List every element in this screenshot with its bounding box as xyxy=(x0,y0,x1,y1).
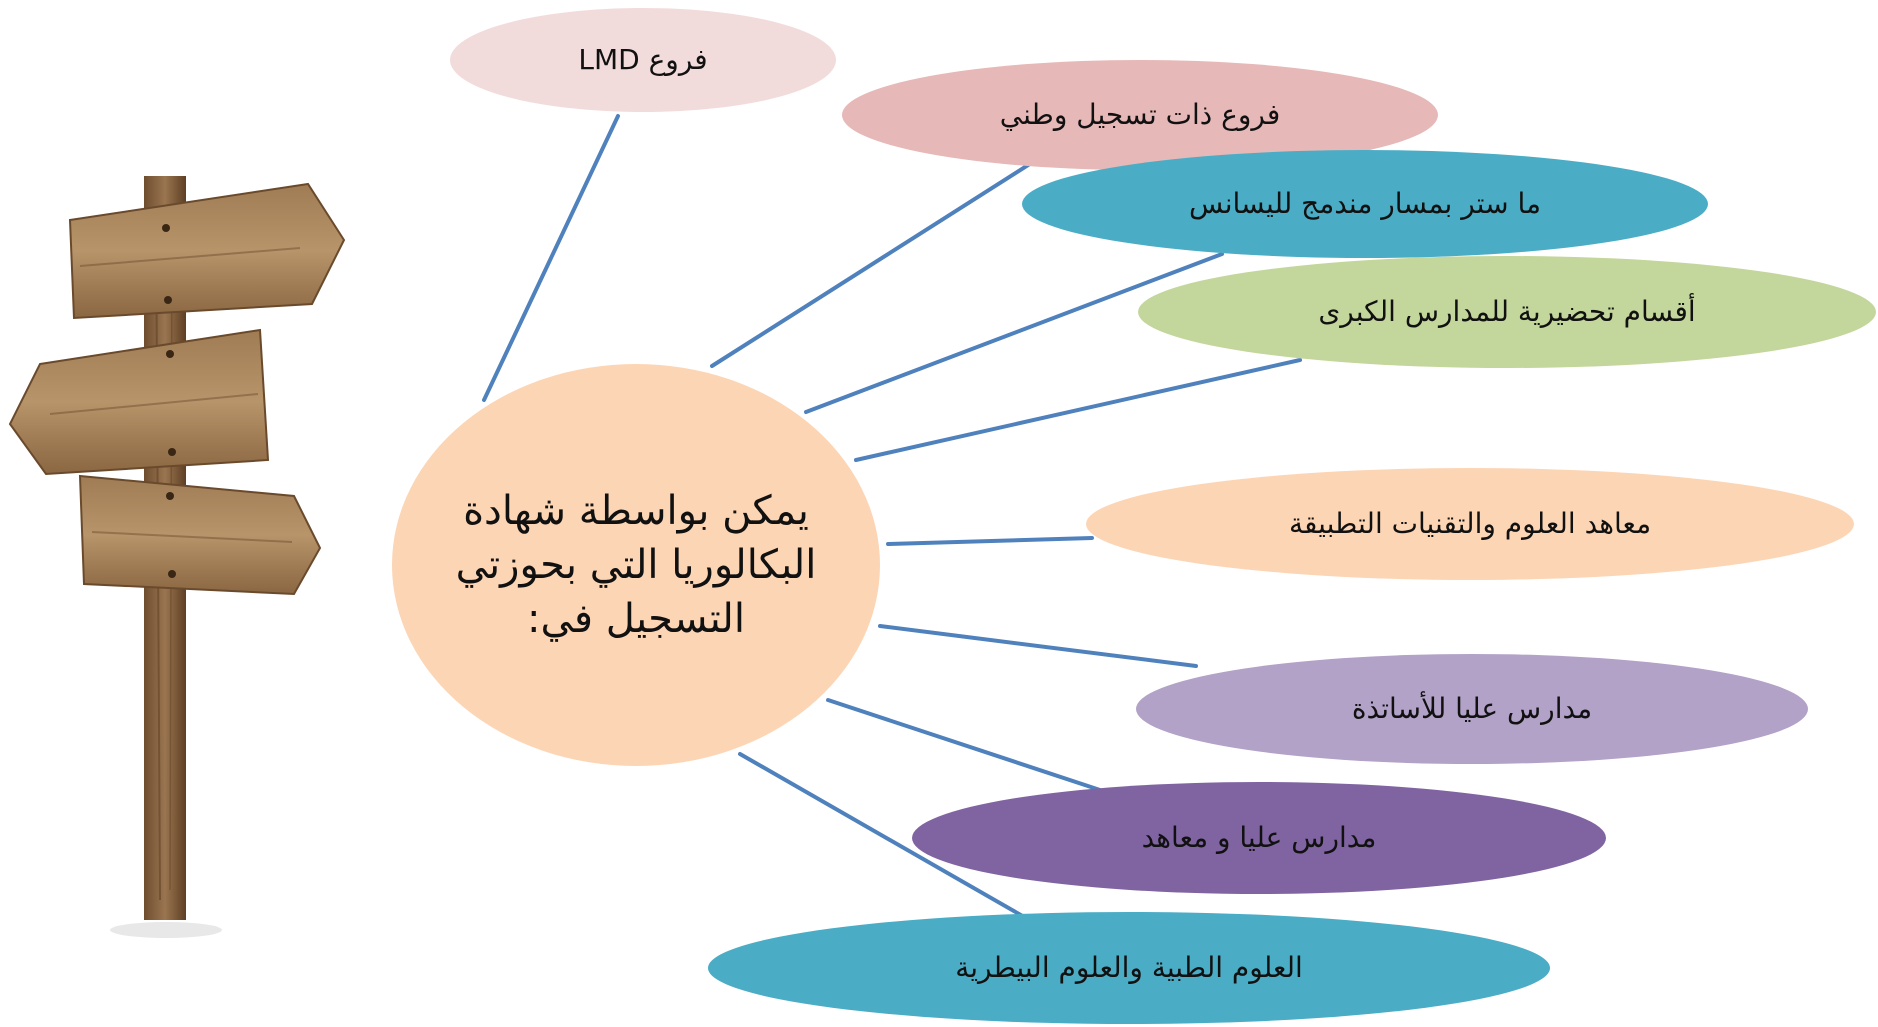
connector-line xyxy=(710,144,1060,368)
option-node-lmd: فروع LMD xyxy=(450,8,836,112)
option-label: فروع ذات تسجيل وطني xyxy=(999,98,1281,132)
option-node-higher-schools: مدارس عليا و معاهد xyxy=(912,782,1606,894)
option-label: فروع LMD xyxy=(578,43,708,77)
option-node-integrated-master: ما ستر بمسار مندمج لليسانس xyxy=(1022,150,1708,258)
option-label: العلوم الطبية والعلوم البيطرية xyxy=(955,951,1303,985)
option-label: معاهد العلوم والتقنيات التطبيقة xyxy=(1288,507,1652,541)
connector-line xyxy=(854,358,1302,462)
option-label: أقسام تحضيرية للمدارس الكبرى xyxy=(1318,295,1696,329)
connector-line xyxy=(826,698,1102,792)
option-node-preparatory-classes: أقسام تحضيرية للمدارس الكبرى xyxy=(1138,256,1876,368)
connector-line xyxy=(804,252,1224,414)
option-node-applied-institutes: معاهد العلوم والتقنيات التطبيقة xyxy=(1086,468,1854,580)
option-node-teacher-schools: مدارس عليا للأساتذة xyxy=(1136,654,1808,764)
option-label: مدارس عليا للأساتذة xyxy=(1351,692,1593,726)
option-node-medical-sciences: العلوم الطبية والعلوم البيطرية xyxy=(708,912,1550,1024)
connector-line xyxy=(738,752,1028,920)
connector-line xyxy=(482,114,620,402)
center-node: يمكن بواسطة شهادة البكالوريا التي بحوزتي… xyxy=(392,364,880,766)
option-label: مدارس عليا و معاهد xyxy=(1141,821,1377,855)
connector-line xyxy=(886,536,1094,546)
wooden-signpost-icon xyxy=(8,176,346,938)
connector-line xyxy=(878,624,1198,668)
option-label: ما ستر بمسار مندمج لليسانس xyxy=(1189,187,1541,221)
center-node-text: يمكن بواسطة شهادة البكالوريا التي بحوزتي… xyxy=(455,488,817,642)
